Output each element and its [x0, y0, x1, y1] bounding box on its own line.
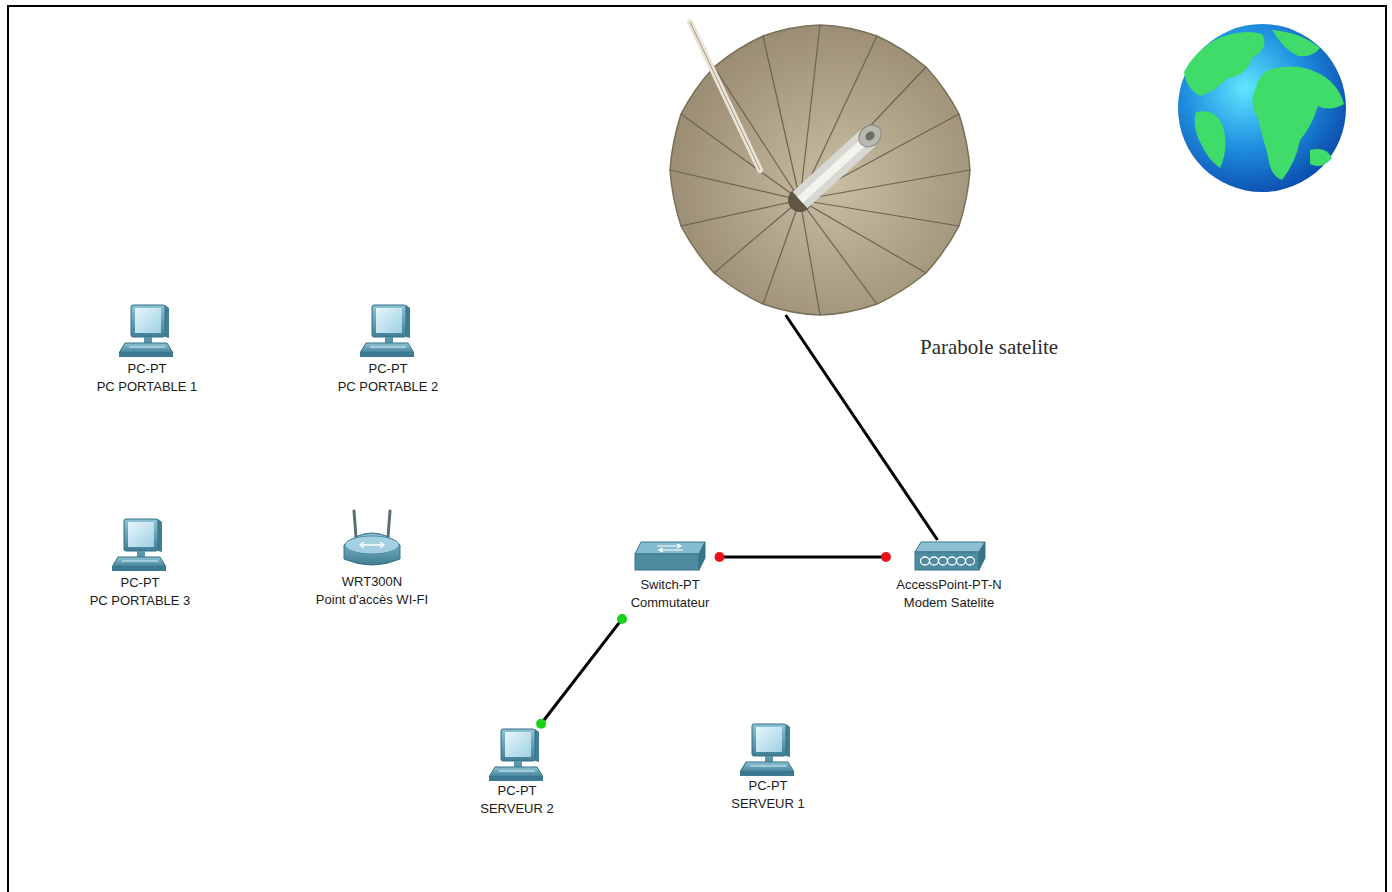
switch-icon	[635, 542, 705, 570]
satellite-dish	[800, 114, 959, 200]
satellite-dish	[800, 67, 926, 200]
device-model: PC-PT	[84, 574, 197, 592]
device-model: Switch-PT	[625, 576, 716, 594]
pc-icon	[740, 724, 794, 776]
modem-icon	[915, 542, 985, 570]
satellite-dish	[800, 138, 868, 200]
satellite-dish	[763, 36, 800, 200]
frame	[1385, 6, 1387, 892]
satellite-dish	[714, 200, 800, 273]
device-model: PC-PT	[474, 782, 560, 800]
globe-icon	[1178, 24, 1346, 192]
device-name: SERVEUR 1	[725, 795, 811, 813]
satellite-dish	[800, 200, 959, 226]
dish-label: Parabole satelite	[920, 334, 1058, 360]
pc-node: PC-PTPC PORTABLE 3	[84, 517, 197, 614]
link-status-dot	[715, 552, 725, 562]
pc-node: PC-PTPC PORTABLE 1	[91, 303, 204, 400]
satellite-dish	[800, 138, 868, 200]
device-name: SERVEUR 2	[474, 800, 560, 818]
link-status-dot	[617, 614, 627, 624]
satellite-dish	[854, 121, 885, 152]
globe-icon	[1310, 149, 1332, 166]
device-model: PC-PT	[91, 360, 204, 378]
device-name: PC PORTABLE 2	[332, 378, 445, 396]
device-model: WRT300N	[310, 573, 435, 591]
pc-node: PC-PTPC PORTABLE 2	[332, 303, 445, 400]
pc-icon	[489, 729, 543, 781]
satellite-dish	[714, 67, 800, 200]
frame	[7, 5, 1387, 7]
satellite-dish-node: Parabole satelite	[668, 20, 978, 315]
satellite-dish	[670, 22, 970, 315]
device-model: PC-PT	[725, 777, 811, 795]
network-cable	[539, 616, 625, 727]
device-name: PC PORTABLE 3	[84, 592, 197, 610]
satellite-dish	[690, 22, 760, 170]
switch-node: Switch-PTCommutateur	[625, 540, 716, 616]
satellite-dish	[800, 36, 877, 200]
satellite-dish	[670, 170, 800, 200]
network-cable	[716, 556, 891, 559]
globe-icon	[1195, 111, 1226, 168]
router-node: WRT300NPoint d'accès WI-FI	[310, 507, 435, 613]
server-node: PC-PTSERVEUR 2	[474, 727, 560, 822]
device-model: AccessPoint-PT-N	[890, 576, 1008, 594]
globe-icon	[1184, 32, 1264, 96]
link-status-dot	[881, 552, 891, 562]
device-name: Commutateur	[625, 594, 716, 612]
frame	[7, 6, 9, 892]
device-name: Point d'accès WI-FI	[310, 591, 435, 609]
network-cable	[786, 315, 938, 540]
satellite-dish	[681, 200, 800, 226]
pc-icon	[360, 305, 414, 357]
modem-node: AccessPoint-PT-NModem Satelite	[890, 540, 1008, 616]
device-model: PC-PT	[332, 360, 445, 378]
satellite-dish	[800, 200, 877, 304]
server-node: PC-PTSERVEUR 1	[725, 722, 811, 817]
globe-icon	[1272, 30, 1320, 56]
satellite-dish	[800, 200, 820, 315]
globe-icon	[1252, 66, 1344, 180]
satellite-dish	[864, 130, 877, 143]
link-status-dot	[536, 719, 546, 729]
device-name: PC PORTABLE 1	[91, 378, 204, 396]
pc-icon	[112, 519, 166, 571]
router-icon	[344, 511, 400, 565]
satellite-dish	[690, 22, 760, 170]
globe-icon	[1178, 24, 1346, 192]
satellite-dish	[800, 200, 926, 273]
device-name: Modem Satelite	[890, 594, 1008, 612]
pc-icon	[119, 305, 173, 357]
frame	[7, 6, 1387, 892]
